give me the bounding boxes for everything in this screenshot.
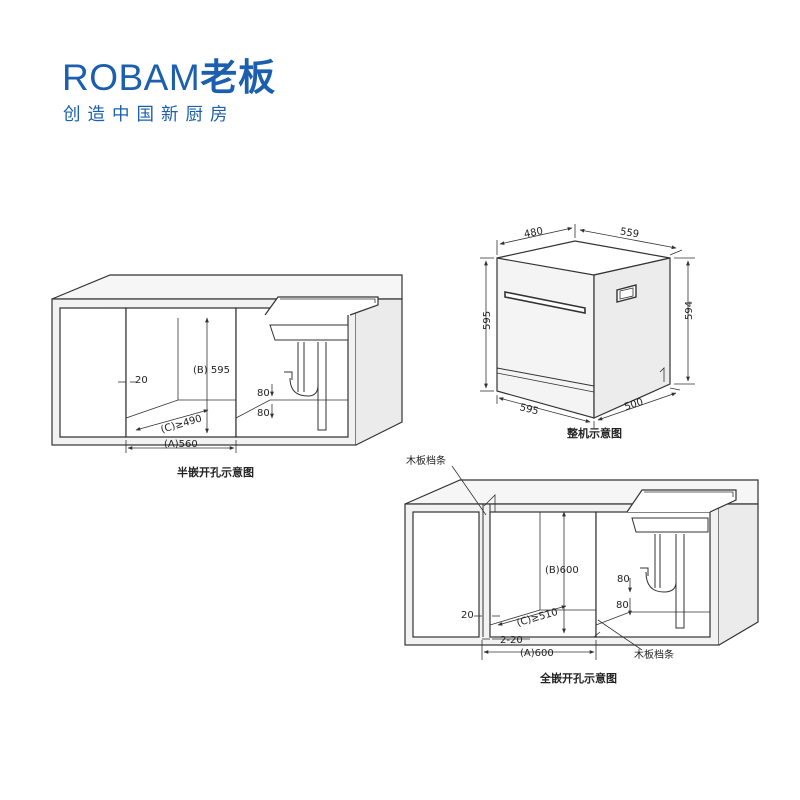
full-pipe-upper-label: 80 (617, 574, 630, 585)
machine-top-width-label: 559 (619, 226, 640, 240)
brand-slogan: 创造中国新厨房 (63, 105, 235, 125)
full-embedded-cabinet (404, 479, 759, 646)
half-dim-gap-label: 20 (135, 375, 148, 386)
full-embedded-dimension-lines (451, 465, 643, 660)
full-embedded-caption: 全嵌开孔示意图 (539, 671, 617, 685)
half-pipe-lower-label: 80 (257, 408, 270, 419)
half-dim-b-label: (B) 595 (193, 365, 230, 376)
machine-top-depth-label: 480 (523, 226, 544, 241)
half-embedded-cabinet (51, 274, 403, 446)
machine-front-height-label: 595 (482, 311, 493, 330)
full-dim-gap-label: 20 (461, 610, 474, 621)
half-embedded-dimension-lines (118, 317, 274, 453)
full-board-label-bottom: 木板档条 (634, 648, 674, 661)
machine-caption: 整机示意图 (566, 426, 622, 440)
full-dim-a-label: (A)600 (520, 648, 554, 659)
machine-dimension-lines (480, 224, 695, 428)
full-board-label-top: 木板档条 (406, 454, 446, 467)
half-pipe-upper-label: 80 (257, 388, 270, 399)
brand-name-cn: 老板 (200, 57, 277, 98)
half-embedded-caption: 半嵌开孔示意图 (177, 465, 254, 479)
brand-name-en: ROBAM (62, 57, 201, 98)
full-dim-b-label: (B)600 (545, 565, 579, 576)
machine-total-height-label: 594 (684, 301, 695, 320)
half-dim-a-label: (A)560 (164, 439, 198, 450)
machine-bottom-width-label: 595 (518, 402, 539, 417)
brand-name: ROBAM老板 (62, 58, 276, 98)
full-dim-side-label: 2-20 (500, 635, 523, 646)
robam-logo: ROBAM老板 创造中国新厨房 (62, 58, 276, 126)
machine-drawing (496, 240, 671, 419)
full-pipe-lower-label: 80 (616, 600, 629, 611)
